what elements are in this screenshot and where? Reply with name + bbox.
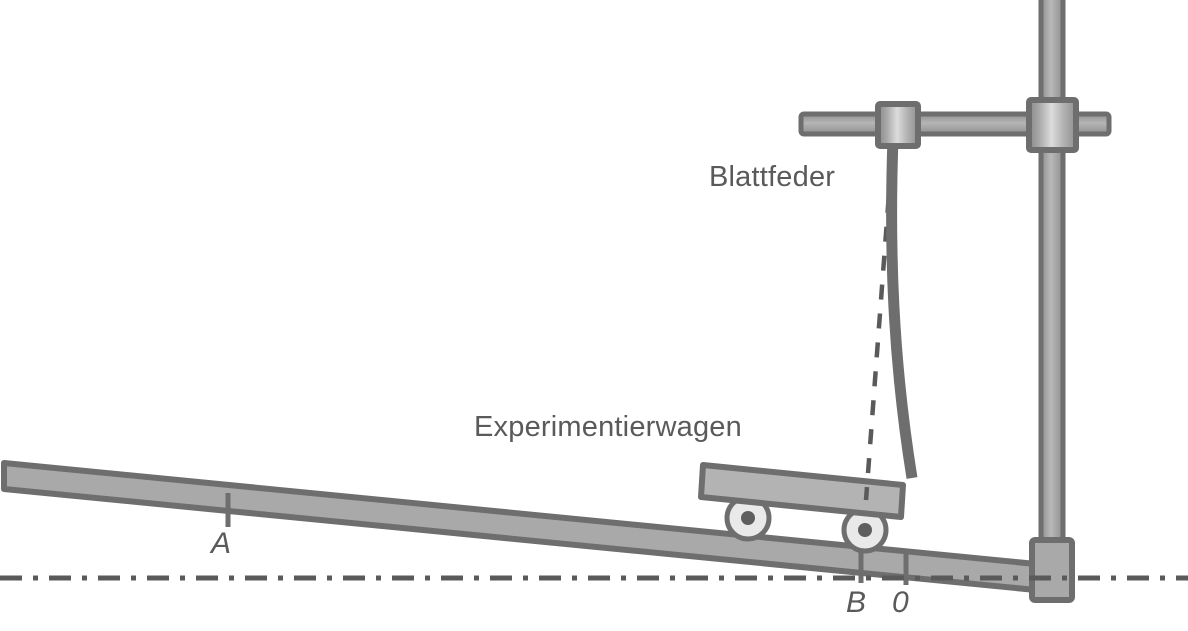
wheel-hub xyxy=(858,523,872,537)
label-point-b: B xyxy=(846,586,867,619)
label-point-a: A xyxy=(211,527,232,560)
stand-base-block xyxy=(1029,537,1075,603)
cart-wheel-front xyxy=(841,506,889,554)
stand-vertical-rod xyxy=(1038,0,1066,577)
clamp-left xyxy=(875,101,921,149)
cart-body xyxy=(698,462,906,520)
clamp-right xyxy=(1026,97,1079,153)
label-leaf-spring: Blattfeder xyxy=(709,161,836,193)
leaf-spring xyxy=(886,137,918,479)
wheel-hub xyxy=(741,511,755,525)
track-tick-marks xyxy=(225,493,909,585)
cart-wheel-rear xyxy=(724,494,772,542)
experiment-cart xyxy=(698,462,906,554)
label-point-zero: 0 xyxy=(892,586,909,619)
label-experiment-cart: Experimentierwagen xyxy=(474,411,742,443)
